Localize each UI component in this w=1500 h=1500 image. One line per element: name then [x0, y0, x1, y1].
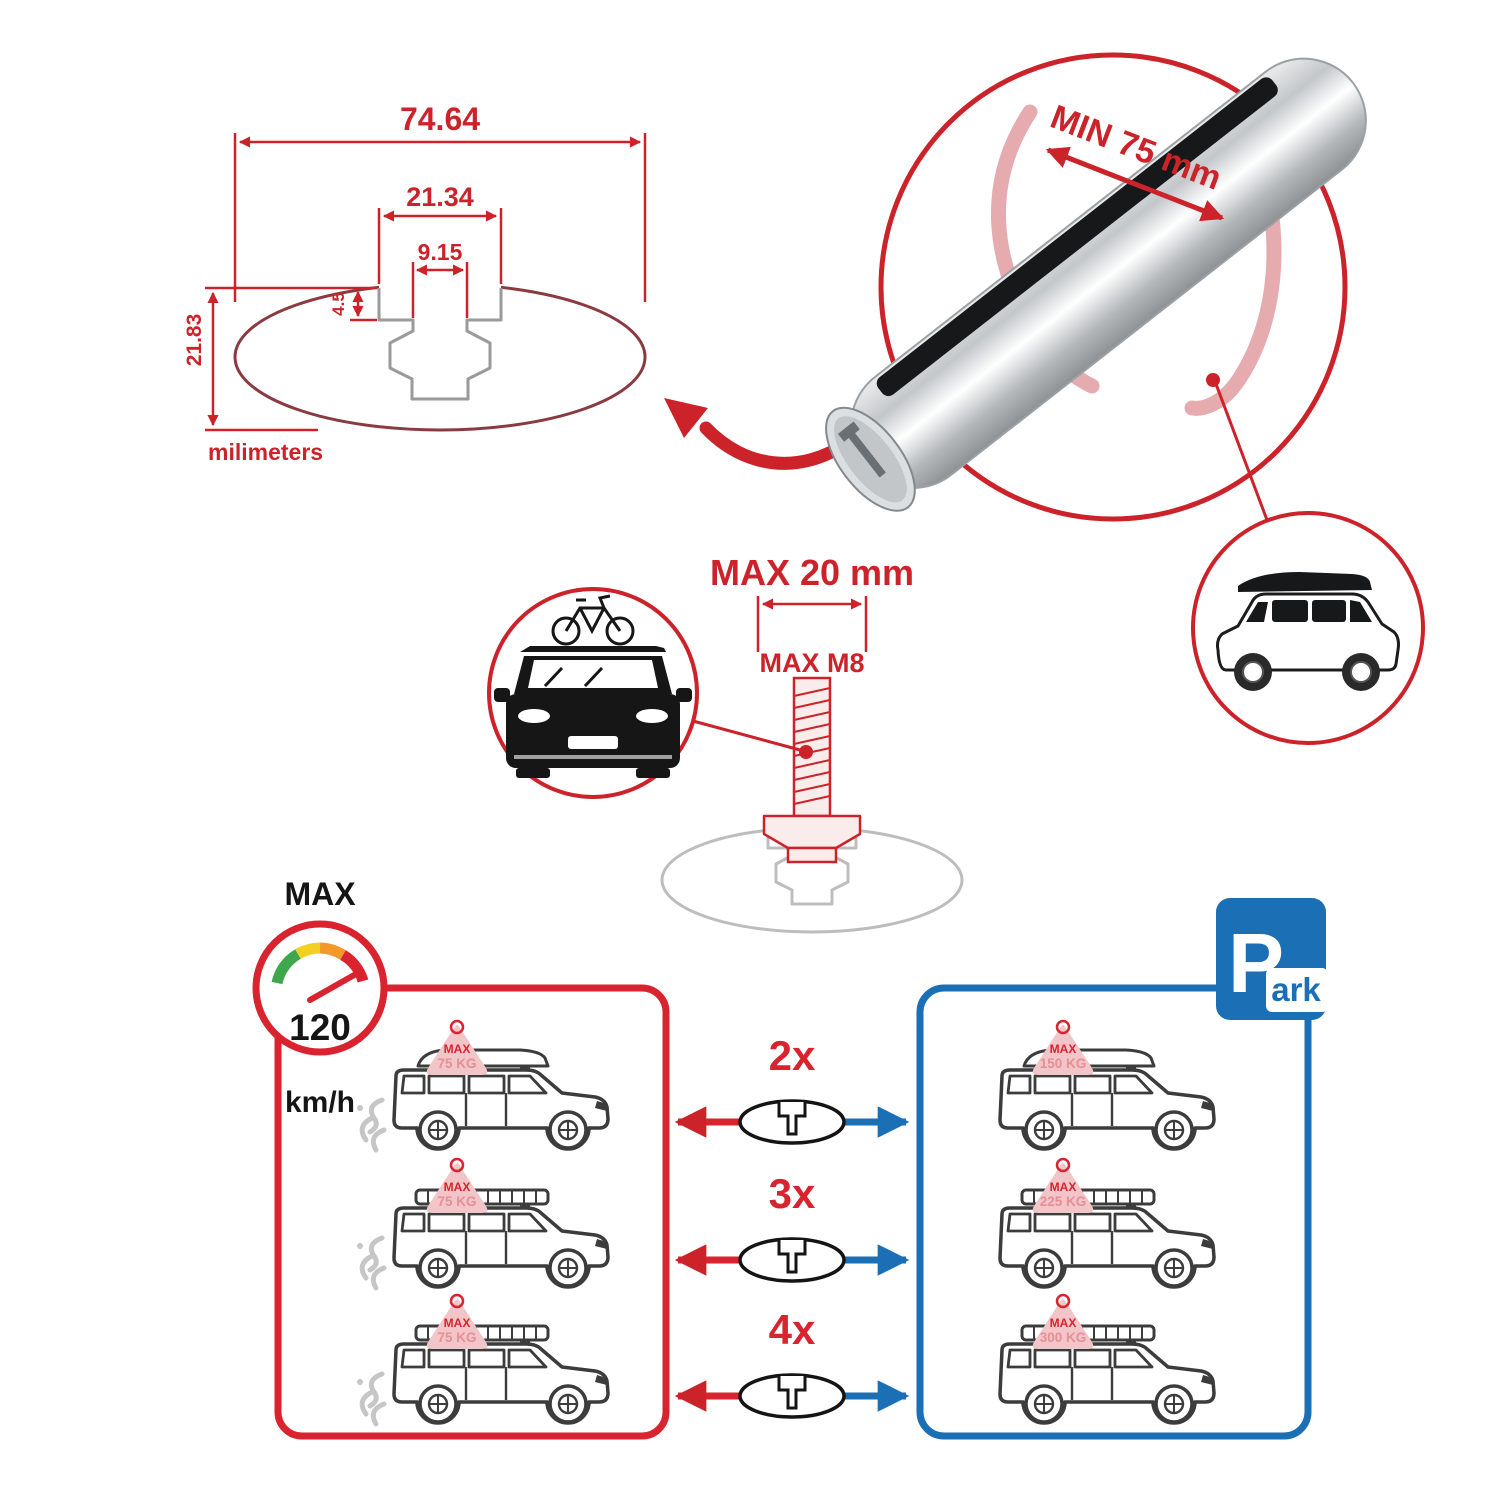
load-badge: MAX 75 KG	[425, 1019, 489, 1077]
moving-car-row-2: MAX 75 KG	[357, 1157, 610, 1288]
load-badge-max: MAX	[1050, 1180, 1077, 1194]
dim-lip-depth: 4.5	[329, 292, 348, 316]
bicycle-icon	[551, 594, 635, 646]
dim-slot-outer: 21.34	[406, 182, 474, 212]
bolt-max-thread-label: MAX M8	[759, 648, 864, 678]
parked-car-row-3: MAX 300 KG	[998, 1293, 1216, 1425]
multiplier-label: 3x	[769, 1170, 816, 1217]
multiplier-label: 2x	[769, 1032, 816, 1079]
load-badge: MAX 300 KG	[1031, 1293, 1095, 1351]
load-badge-max: MAX	[444, 1042, 471, 1056]
ark-patch	[1266, 968, 1328, 1012]
load-badge-max: MAX	[444, 1316, 471, 1330]
multiplier-label: 4x	[769, 1306, 816, 1353]
bolt-max-width-label: MAX 20 mm	[710, 552, 914, 593]
load-badge-value: 225 KG	[1040, 1194, 1087, 1209]
suv-with-roofbox	[1216, 572, 1400, 691]
leader-to-bolt	[692, 719, 801, 752]
clamp-point-dot	[1206, 373, 1220, 387]
end-cap-slot	[837, 421, 886, 478]
load-badge-max: MAX	[444, 1180, 471, 1194]
dim-slot-inner: 9.15	[418, 239, 463, 265]
slot-mask	[379, 278, 501, 291]
min-span-arrow	[1045, 146, 1225, 222]
dim-width-total: 74.64	[400, 101, 480, 137]
load-badge: MAX 150 KG	[1031, 1019, 1095, 1077]
car-front-illustration	[494, 646, 692, 778]
multiplier-row-2: 3x	[674, 1170, 910, 1283]
bike-clearance-callout	[487, 587, 699, 799]
crossbar-icon	[738, 1373, 846, 1419]
load-badge: MAX 225 KG	[1031, 1157, 1095, 1215]
bolt-spec: MAX 20 mm MAX M8	[660, 552, 964, 934]
t-bolt	[762, 676, 862, 864]
bar-detail-callout: MIN 75 mm	[825, 52, 1367, 522]
bolt-foot	[786, 846, 838, 864]
speed-max-label: MAX	[284, 876, 356, 912]
bolt-dimension-lines	[756, 596, 868, 652]
gauge-needle	[307, 971, 359, 1003]
speed-limit-badge: MAX 120 km/h	[252, 876, 388, 1119]
parked-car-row-1: MAX 150 KG	[998, 1019, 1216, 1151]
load-badge-max: MAX	[1050, 1042, 1077, 1056]
parked-car-row-2: MAX 225 KG	[998, 1157, 1216, 1289]
multiplier-row-1: 2x	[674, 1032, 910, 1145]
gauge-arcs	[271, 942, 369, 985]
dimension-lines	[205, 133, 647, 432]
load-badge-value: 300 KG	[1040, 1330, 1087, 1345]
load-badge-value: 75 KG	[437, 1056, 476, 1071]
units-label: milimeters	[208, 439, 323, 465]
roofbox-silhouette	[1238, 572, 1372, 592]
leader-to-suv	[1214, 383, 1269, 521]
crossbar-cross-section-diagram: 74.64 21.34 9.15 4.5 21.83 milimeters	[183, 101, 647, 465]
zoom-arrow-head	[664, 398, 708, 438]
load-badge-max: MAX	[1050, 1316, 1077, 1330]
t-slot-profile	[377, 288, 503, 401]
bolt-flange	[762, 814, 862, 850]
speed-value: 120	[289, 1007, 351, 1048]
dim-height: 21.83	[183, 314, 206, 367]
moving-car-row-3: MAX 75 KG	[357, 1293, 610, 1424]
crossbar-icon	[738, 1237, 846, 1283]
moving-car-row-1: MAX 75 KG	[357, 1019, 610, 1150]
crossbar-icon	[738, 1099, 846, 1145]
parking-suffix: ark	[1271, 971, 1321, 1008]
suv-roofbox-callout	[1191, 511, 1425, 745]
parking-sign: P ark	[1216, 898, 1328, 1020]
speed-units: km/h	[285, 1086, 355, 1119]
multiplier-row-3: 4x	[674, 1306, 910, 1419]
load-badge: MAX 75 KG	[425, 1157, 489, 1215]
bolt-point-dot	[799, 745, 813, 759]
load-badge-value: 75 KG	[437, 1194, 476, 1209]
load-badge: MAX 75 KG	[425, 1293, 489, 1351]
load-badge-value: 75 KG	[437, 1330, 476, 1345]
load-badge-value: 150 KG	[1040, 1056, 1087, 1071]
